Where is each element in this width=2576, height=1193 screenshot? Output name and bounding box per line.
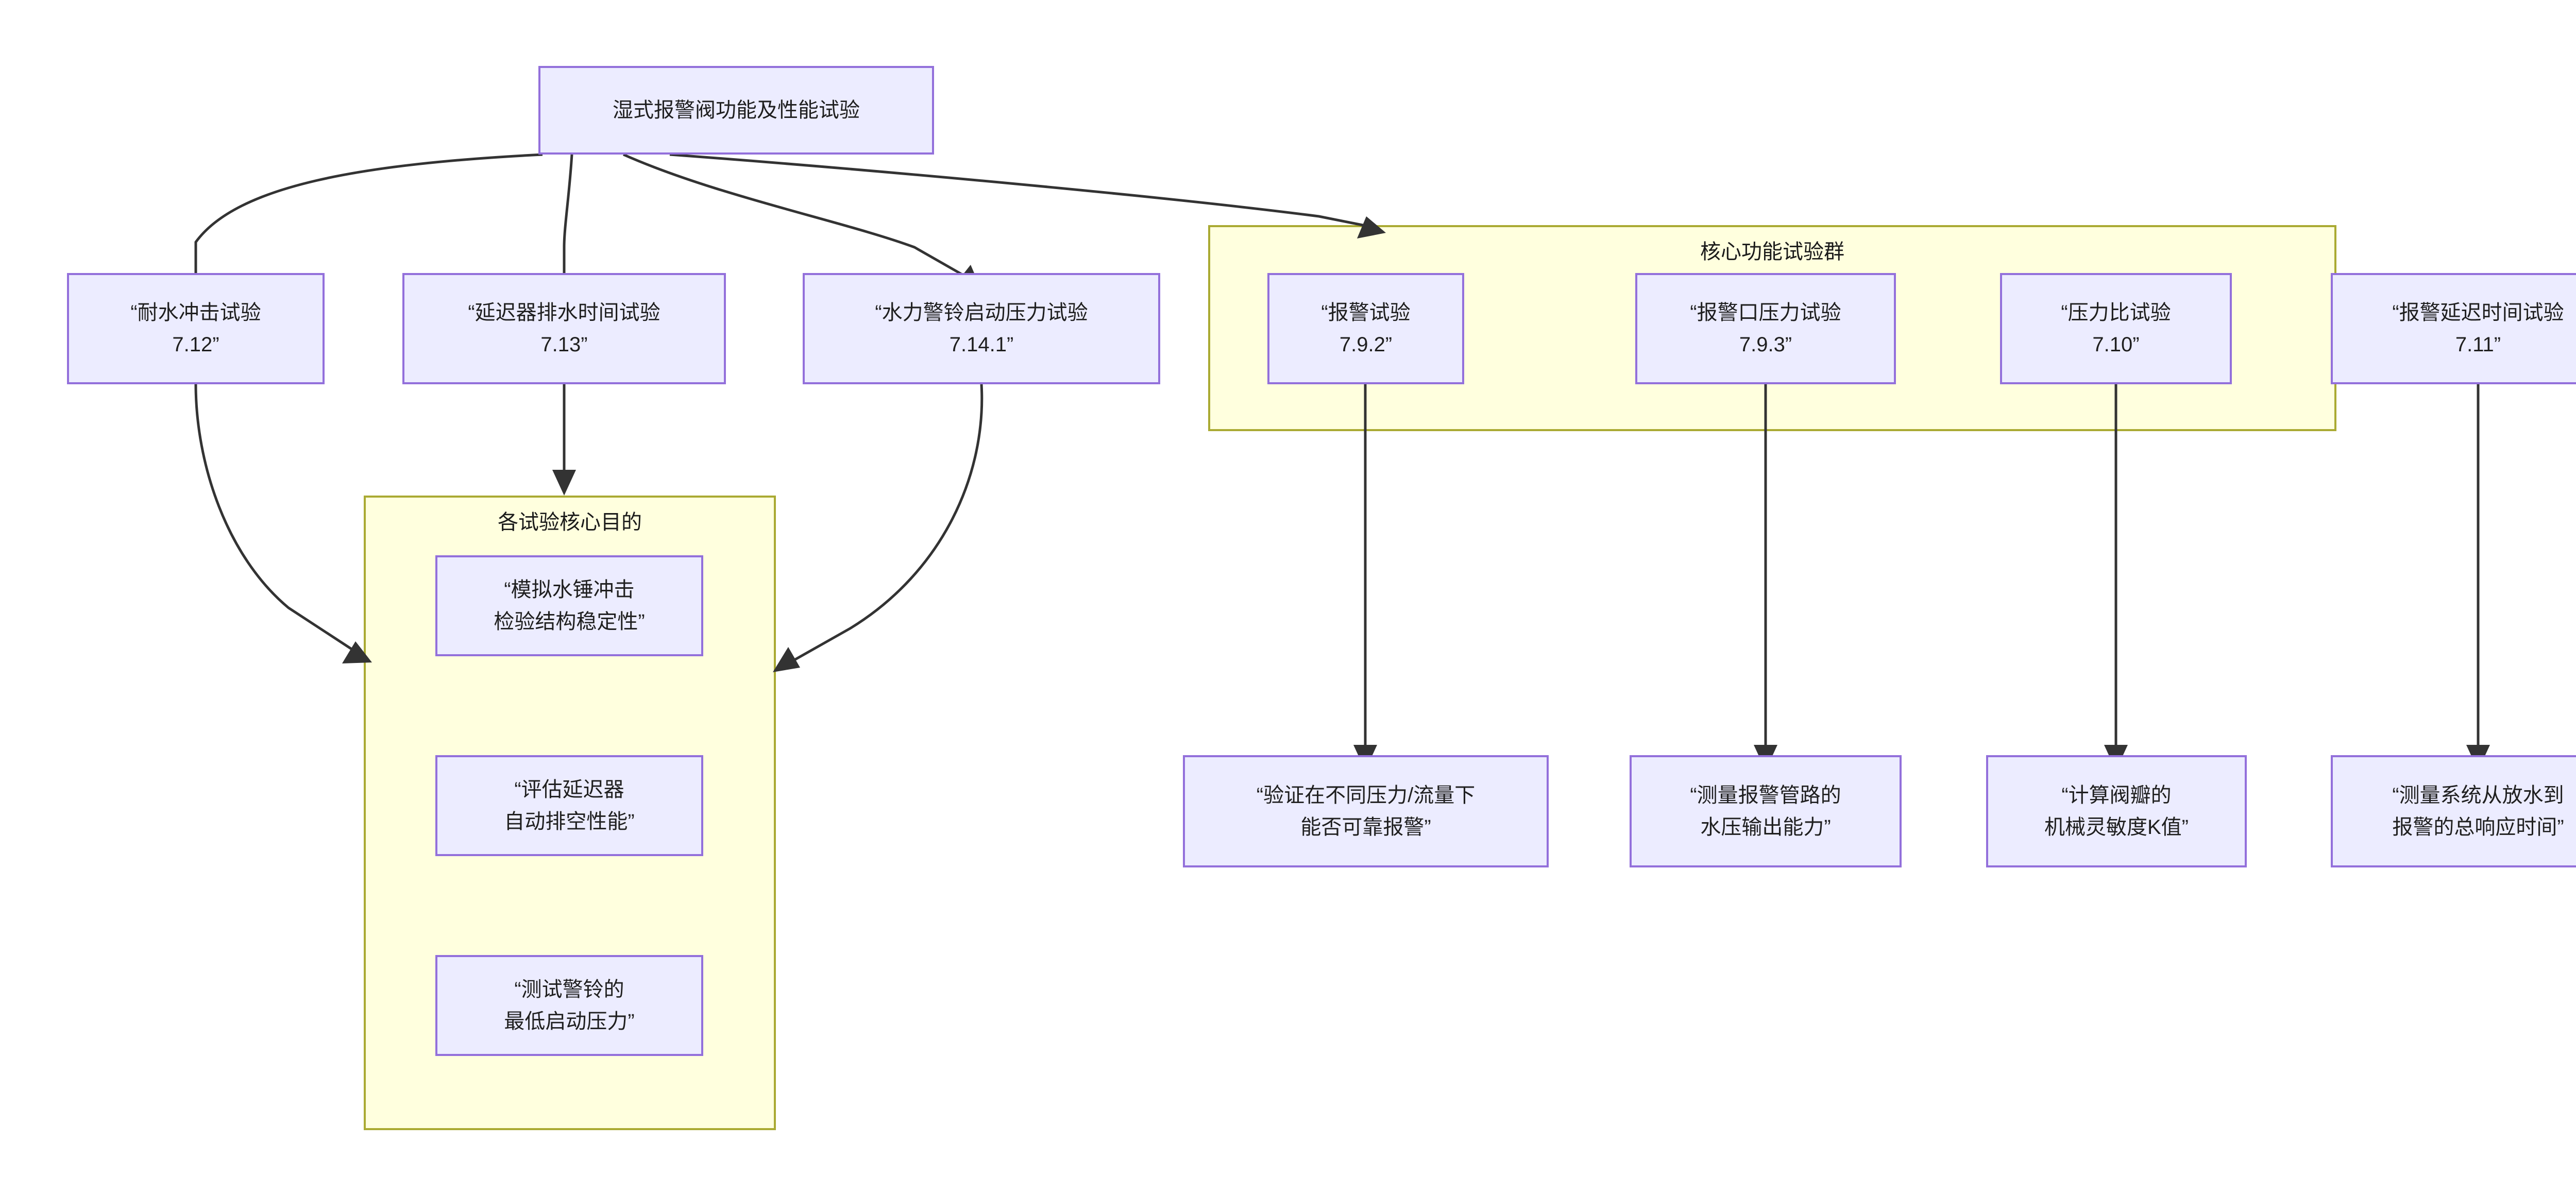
edge-root-to-t712 [194, 153, 543, 281]
edge-t712-to-purpose-group [194, 384, 357, 653]
edge-root-to-core-group [669, 153, 1371, 228]
node-purpose-gong-min-start-pressure-line1: “测试警铃的 [514, 978, 624, 1001]
node-purpose-structure-stability[interactable]: “模拟水锤冲击 检验结构稳定性” [435, 555, 703, 656]
node-test-alarm-delay-time-711-line1: “报警延迟时间试验 [2392, 301, 2564, 324]
node-test-alarm-792[interactable]: “报警试验 7.9.2” [1267, 273, 1464, 384]
node-outcome-total-response-time-line1: “测量系统从放水到 [2392, 784, 2564, 807]
node-test-water-hammer-712[interactable]: “耐水冲击试验 7.12” [67, 273, 325, 384]
node-outcome-reliable-alarm-verification-line2: 能否可靠报警” [1300, 816, 1431, 839]
node-test-alarm-792-line1: “报警试验 [1321, 301, 1411, 324]
node-test-pressure-ratio-710[interactable]: “压力比试验 7.10” [2000, 273, 2232, 384]
edge-root-to-t7141 [622, 153, 970, 280]
node-test-water-hammer-712-line2: 7.12” [172, 333, 219, 356]
subgraph-core-function-test-group-title: 核心功能试验群 [1700, 241, 1844, 263]
node-outcome-reliable-alarm-verification[interactable]: “验证在不同压力/流量下 能否可靠报警” [1183, 755, 1549, 867]
node-purpose-structure-stability-line1: “模拟水锤冲击 [504, 578, 635, 601]
node-test-alarm-delay-time-711-line2: 7.11” [2455, 333, 2501, 356]
node-outcome-clapper-mechanical-sensitivity-k[interactable]: “计算阀瓣的 机械灵敏度K值” [1986, 755, 2247, 867]
arrowhead-t713-to-purpose-group [552, 470, 576, 496]
node-test-water-motor-gong-start-pressure-7141-line1: “水力警铃启动压力试验 [875, 301, 1088, 324]
node-test-alarm-792-line2: 7.9.2” [1339, 333, 1393, 356]
node-test-retarder-drain-time-713-line1: “延迟器排水时间试验 [468, 301, 660, 324]
subgraph-test-purpose-group-title: 各试验核心目的 [498, 511, 642, 534]
node-test-pressure-ratio-710-line1: “压力比试验 [2061, 301, 2171, 324]
node-purpose-retarder-auto-drain-line1: “评估延迟器 [514, 778, 624, 801]
edge-root-to-t713 [563, 154, 573, 281]
node-test-retarder-drain-time-713-line2: 7.13” [540, 333, 588, 356]
node-outcome-alarm-line-water-pressure-output-line1: “测量报警管路的 [1690, 784, 1841, 807]
node-purpose-gong-min-start-pressure-line2: 最低启动压力” [504, 1010, 635, 1033]
node-outcome-clapper-mechanical-sensitivity-k-line1: “计算阀瓣的 [2061, 784, 2172, 807]
node-root-wet-alarm-valve-test[interactable]: 湿式报警阀功能及性能试验 [538, 66, 934, 155]
node-test-water-motor-gong-start-pressure-7141[interactable]: “水力警铃启动压力试验 7.14.1” [803, 273, 1160, 384]
node-purpose-retarder-auto-drain-line2: 自动排空性能” [504, 810, 635, 833]
node-outcome-alarm-line-water-pressure-output[interactable]: “测量报警管路的 水压输出能力” [1630, 755, 1902, 867]
node-purpose-retarder-auto-drain[interactable]: “评估延迟器 自动排空性能” [435, 755, 703, 856]
node-root-label: 湿式报警阀功能及性能试验 [613, 99, 860, 122]
node-test-water-motor-gong-start-pressure-7141-line2: 7.14.1” [949, 333, 1014, 356]
node-test-pressure-ratio-710-line2: 7.10” [2092, 333, 2140, 356]
node-test-alarm-delay-time-711[interactable]: “报警延迟时间试验 7.11” [2331, 273, 2576, 384]
node-purpose-structure-stability-line2: 检验结构稳定性” [494, 610, 645, 633]
node-purpose-gong-min-start-pressure[interactable]: “测试警铃的 最低启动压力” [435, 955, 703, 1056]
node-test-alarm-port-pressure-793-line2: 7.9.3” [1739, 333, 1792, 356]
node-outcome-clapper-mechanical-sensitivity-k-line2: 机械灵敏度K值” [2044, 816, 2189, 839]
node-test-alarm-port-pressure-793-line1: “报警口压力试验 [1690, 301, 1841, 324]
node-test-retarder-drain-time-713[interactable]: “延迟器排水时间试验 7.13” [402, 273, 726, 384]
node-outcome-reliable-alarm-verification-line1: “验证在不同压力/流量下 [1256, 784, 1476, 807]
node-test-alarm-port-pressure-793[interactable]: “报警口压力试验 7.9.3” [1635, 273, 1896, 384]
edge-t7141-to-purpose-group [790, 384, 984, 663]
node-outcome-total-response-time[interactable]: “测量系统从放水到 报警的总响应时间” [2331, 755, 2576, 867]
node-test-water-hammer-712-line1: “耐水冲击试验 [130, 301, 261, 324]
arrowhead-t7141-to-purpose-group [773, 647, 800, 672]
node-outcome-alarm-line-water-pressure-output-line2: 水压输出能力” [1700, 816, 1831, 839]
node-outcome-total-response-time-line2: 报警的总响应时间” [2392, 816, 2564, 839]
